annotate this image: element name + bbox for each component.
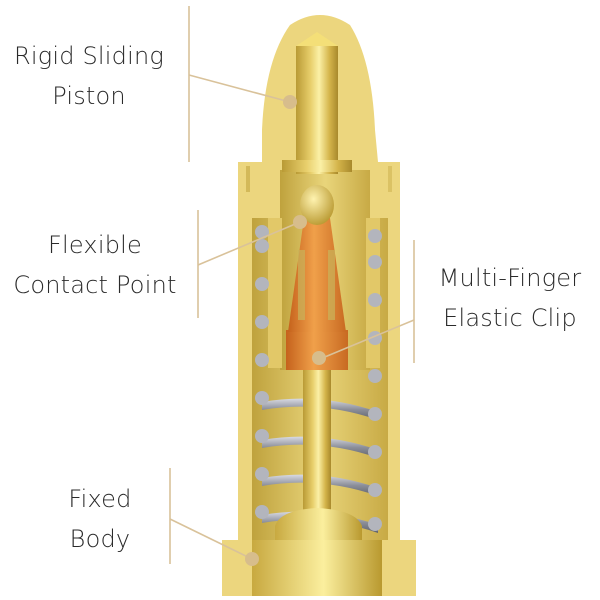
plunger-base (275, 508, 362, 540)
label-line: Flexible (48, 231, 142, 259)
leader-lines (169, 6, 415, 564)
label-line: Multi-Finger (438, 264, 582, 292)
label-rigid-sliding-piston: Rigid Sliding Piston (0, 36, 178, 116)
label-line: Elastic Clip (443, 304, 577, 332)
label-line: Piston (52, 82, 126, 110)
label-line: Fixed (68, 485, 132, 513)
label-fixed-body: Fixed Body (40, 479, 160, 559)
marker-body (245, 552, 259, 566)
label-line: Contact Point (13, 271, 177, 299)
marker-contact (293, 215, 307, 229)
fixed-body-core (252, 540, 382, 596)
marker-piston (283, 95, 297, 109)
label-multi-finger-elastic-clip: Multi-Finger Elastic Clip (420, 258, 600, 338)
label-line: Rigid Sliding (14, 42, 164, 70)
marker-dots (245, 95, 326, 566)
marker-clip (312, 351, 326, 365)
contact-dome (300, 185, 334, 225)
piston-tip (296, 32, 338, 46)
label-flexible-contact-point: Flexible Contact Point (0, 225, 190, 305)
plunger-shaft (303, 370, 331, 510)
piston-rod (296, 46, 338, 174)
label-line: Body (69, 525, 131, 553)
